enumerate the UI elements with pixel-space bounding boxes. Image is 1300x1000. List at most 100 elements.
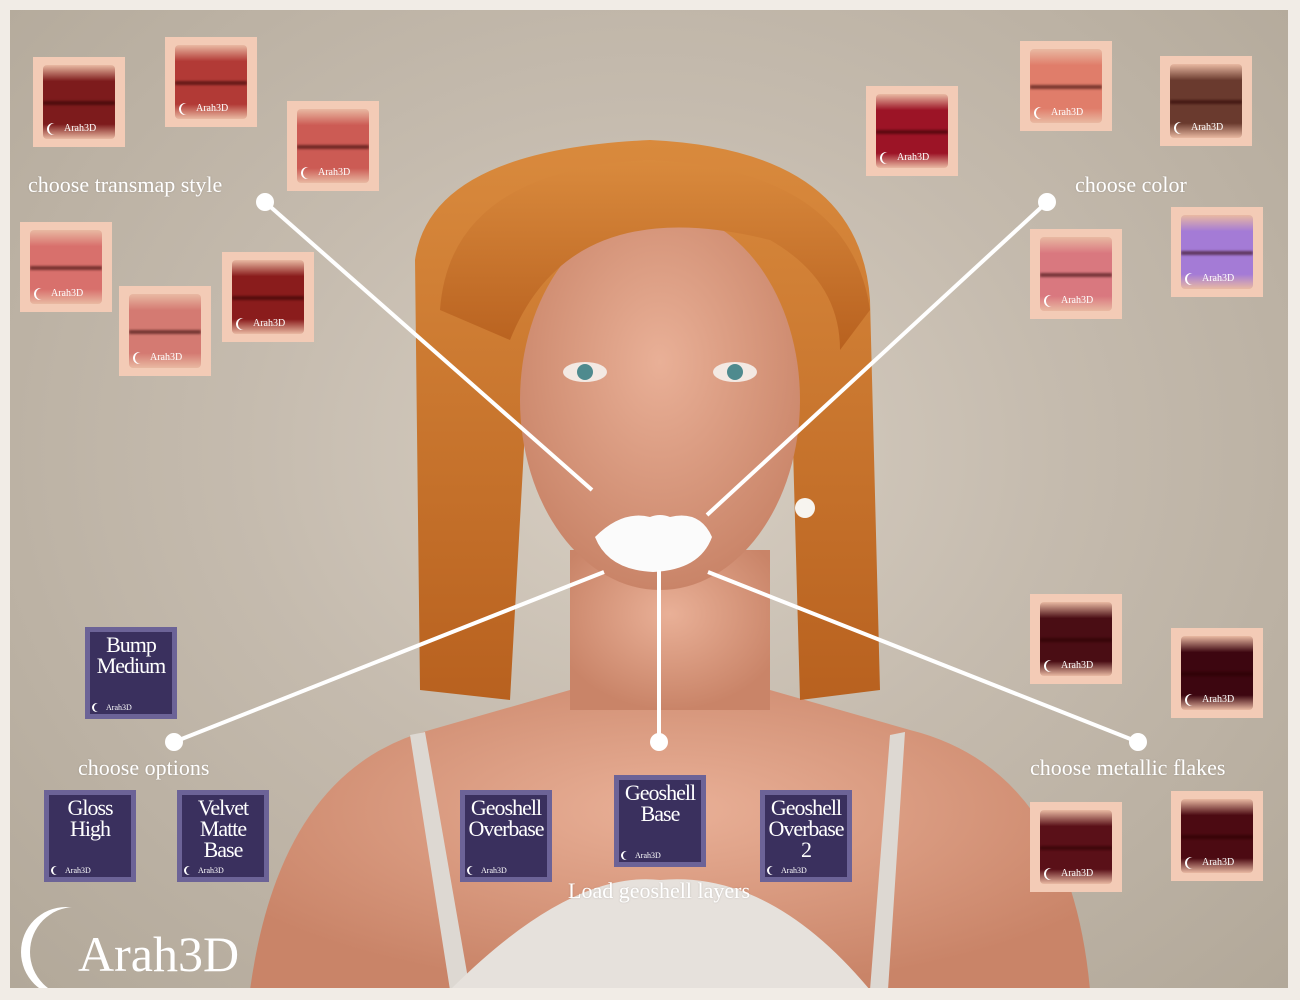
lips-white-preview xyxy=(595,515,712,572)
flake-swatch[interactable]: Arah3D xyxy=(1171,791,1263,881)
moon-icon xyxy=(469,866,478,875)
watermark: Arah3D xyxy=(1046,295,1093,307)
option-text: Medium xyxy=(96,653,167,678)
moon-icon xyxy=(882,152,894,164)
lip-preview: Arah3D xyxy=(1181,215,1253,289)
lip-preview: Arah3D xyxy=(129,294,201,368)
option-text: Gloss xyxy=(67,795,113,820)
color-swatch[interactable]: Arah3D xyxy=(1030,229,1122,319)
options-label: choose options xyxy=(78,755,210,780)
lip-preview: Arah3D xyxy=(175,45,247,119)
moon-icon xyxy=(1046,295,1058,307)
transmap-label: choose transmap style xyxy=(28,172,223,197)
watermark: Arah3D xyxy=(238,318,285,330)
moon-icon xyxy=(53,866,62,875)
transmap-swatch[interactable]: Arah3D xyxy=(20,222,112,312)
lip-preview: Arah3D xyxy=(1181,636,1253,710)
watermark: Arah3D xyxy=(36,288,83,300)
moon-icon xyxy=(769,866,778,875)
flake-swatch[interactable]: Arah3D xyxy=(1030,594,1122,684)
moon-icon xyxy=(303,167,315,179)
moon-icon xyxy=(186,866,195,875)
lip-preview: Arah3D xyxy=(1040,810,1112,884)
moon-icon xyxy=(1036,107,1048,119)
color-swatch[interactable]: Arah3D xyxy=(1171,207,1263,297)
watermark: Arah3D xyxy=(623,851,661,860)
color-swatch[interactable]: Arah3D xyxy=(1020,41,1112,131)
lip-preview: Arah3D xyxy=(1030,49,1102,123)
moon-icon xyxy=(1187,273,1199,285)
option-text: Geoshell xyxy=(770,795,842,820)
option-text: Overbase xyxy=(468,816,544,841)
lip-preview: Arah3D xyxy=(297,109,369,183)
lip-preview: Arah3D xyxy=(30,230,102,304)
lip-preview: Arah3D xyxy=(1181,799,1253,873)
watermark: Arah3D xyxy=(1046,660,1093,672)
watermark: Arah3D xyxy=(469,866,507,875)
option-text: Overbase xyxy=(768,816,844,841)
watermark: Arah3D xyxy=(49,123,96,135)
moon-icon xyxy=(623,851,632,860)
watermark: Arah3D xyxy=(1046,868,1093,880)
flakes-label: choose metallic flakes xyxy=(1030,755,1226,780)
option-text: Geoshell xyxy=(470,795,542,820)
moon-icon xyxy=(1046,660,1058,672)
option-text: Base xyxy=(203,837,244,862)
moon-icon xyxy=(49,123,61,135)
promo-canvas: choose transmap style choose color choos… xyxy=(10,10,1288,988)
watermark: Arah3D xyxy=(181,103,228,115)
color-swatch[interactable]: Arah3D xyxy=(1160,56,1252,146)
lip-preview: Arah3D xyxy=(1040,237,1112,311)
moon-icon xyxy=(135,352,147,364)
watermark: Arah3D xyxy=(94,703,132,712)
moon-icon xyxy=(94,703,103,712)
watermark: Arah3D xyxy=(135,352,182,364)
watermark: Arah3D xyxy=(303,167,350,179)
lip-preview: Arah3D xyxy=(232,260,304,334)
option-text: High xyxy=(70,816,111,841)
geoshell-label: Load geoshell layers xyxy=(568,878,751,903)
option-text: Base xyxy=(640,801,681,826)
option-text: 2 xyxy=(801,837,812,862)
lip-preview: Arah3D xyxy=(1040,602,1112,676)
moon-icon xyxy=(181,103,193,115)
watermark: Arah3D xyxy=(53,866,91,875)
transmap-swatch[interactable]: Arah3D xyxy=(165,37,257,127)
moon-icon xyxy=(1046,868,1058,880)
moon-icon xyxy=(36,288,48,300)
watermark: Arah3D xyxy=(1176,122,1223,134)
transmap-swatch[interactable]: Arah3D xyxy=(119,286,211,376)
watermark: Arah3D xyxy=(1187,273,1234,285)
color-swatch[interactable]: Arah3D xyxy=(866,86,958,176)
watermark: Arah3D xyxy=(1036,107,1083,119)
connector-lines xyxy=(165,193,1147,751)
option-text: Bump xyxy=(106,632,157,657)
watermark: Arah3D xyxy=(769,866,807,875)
transmap-swatch[interactable]: Arah3D xyxy=(222,252,314,342)
brand-logo: Arah3D xyxy=(30,907,270,988)
flake-swatch[interactable]: Arah3D xyxy=(1030,802,1122,892)
moon-icon xyxy=(1176,122,1188,134)
flake-swatch[interactable]: Arah3D xyxy=(1171,628,1263,718)
transmap-swatch[interactable]: Arah3D xyxy=(33,57,125,147)
color-label: choose color xyxy=(1075,172,1187,197)
moon-icon xyxy=(1187,857,1199,869)
lip-preview: Arah3D xyxy=(1170,64,1242,138)
moon-icon xyxy=(1187,694,1199,706)
transmap-swatch[interactable]: Arah3D xyxy=(287,101,379,191)
option-text: Matte xyxy=(199,816,247,841)
option-text: Geoshell xyxy=(624,780,696,805)
watermark: Arah3D xyxy=(186,866,224,875)
option-text: Velvet xyxy=(197,795,249,820)
